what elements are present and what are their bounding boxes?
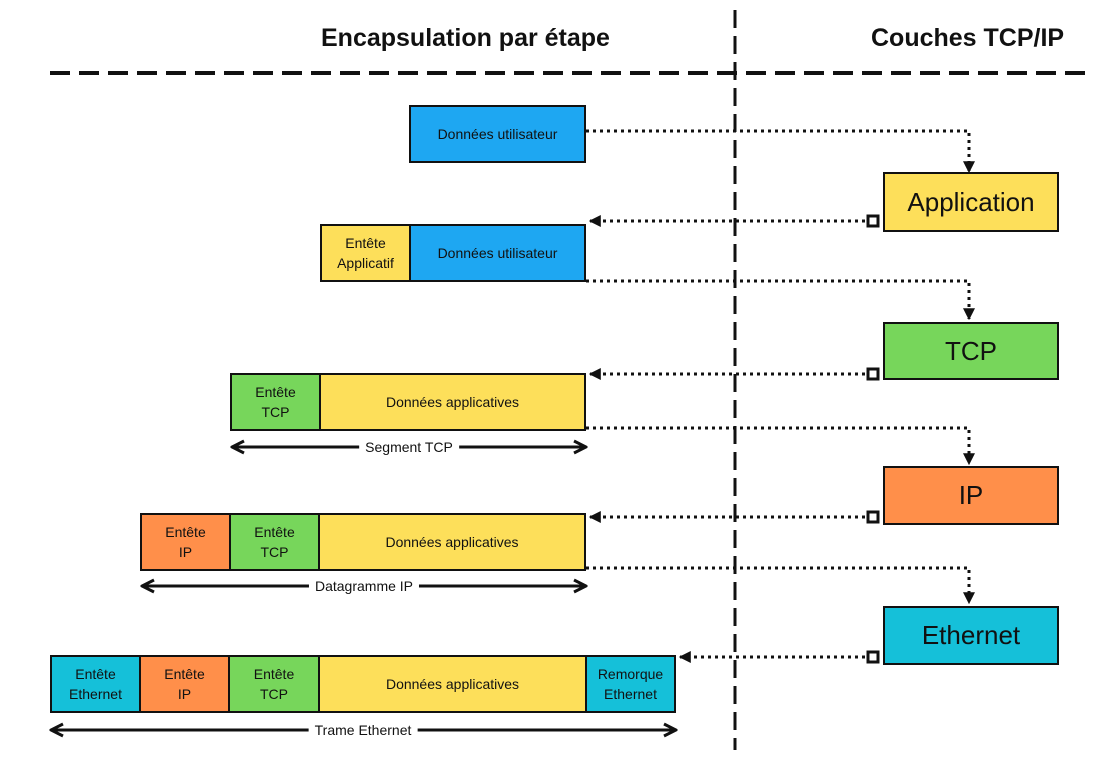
- step4-application-data: Données applicatives: [318, 513, 586, 571]
- step1-user-data: Données utilisateur: [409, 105, 586, 163]
- step5-ethernet-header: Entête Ethernet: [50, 655, 141, 713]
- layer-ethernet: Ethernet: [883, 606, 1059, 665]
- layer-tcp: TCP: [883, 322, 1059, 380]
- arrow-step3-to-ip: [586, 426, 975, 466]
- arrow-data-to-application: [586, 129, 975, 174]
- step4-tcp-header: Entête TCP: [229, 513, 320, 571]
- layers-heading: Couches TCP/IP: [871, 24, 1065, 52]
- ip-port: [866, 510, 880, 524]
- step2-application-header: Entête Applicatif: [320, 224, 411, 282]
- step5-tcp-header: Entête TCP: [228, 655, 320, 713]
- step3-tcp-header: Entête TCP: [230, 373, 321, 431]
- step4-ip-header: Entête IP: [140, 513, 231, 571]
- step5-ip-header: Entête IP: [139, 655, 230, 713]
- step3-application-data: Données applicatives: [319, 373, 586, 431]
- layer-application: Application: [883, 172, 1059, 232]
- arrow-step2-to-tcp: [586, 279, 975, 321]
- application-port: [866, 214, 880, 228]
- datagramme-ip-label: Datagramme IP: [308, 578, 420, 594]
- step2-user-data: Données utilisateur: [409, 224, 586, 282]
- layer-ip: IP: [883, 466, 1059, 525]
- trame-ethernet-label: Trame Ethernet: [308, 722, 418, 738]
- encapsulation-heading: Encapsulation par étape: [321, 24, 610, 52]
- segment-tcp-label: Segment TCP: [359, 439, 459, 455]
- arrow-step4-to-ethernet: [586, 566, 975, 605]
- step5-ethernet-trailer: Remorque Ethernet: [585, 655, 676, 713]
- ethernet-port: [866, 650, 880, 664]
- step5-application-data: Données applicatives: [318, 655, 587, 713]
- tcp-port: [866, 367, 880, 381]
